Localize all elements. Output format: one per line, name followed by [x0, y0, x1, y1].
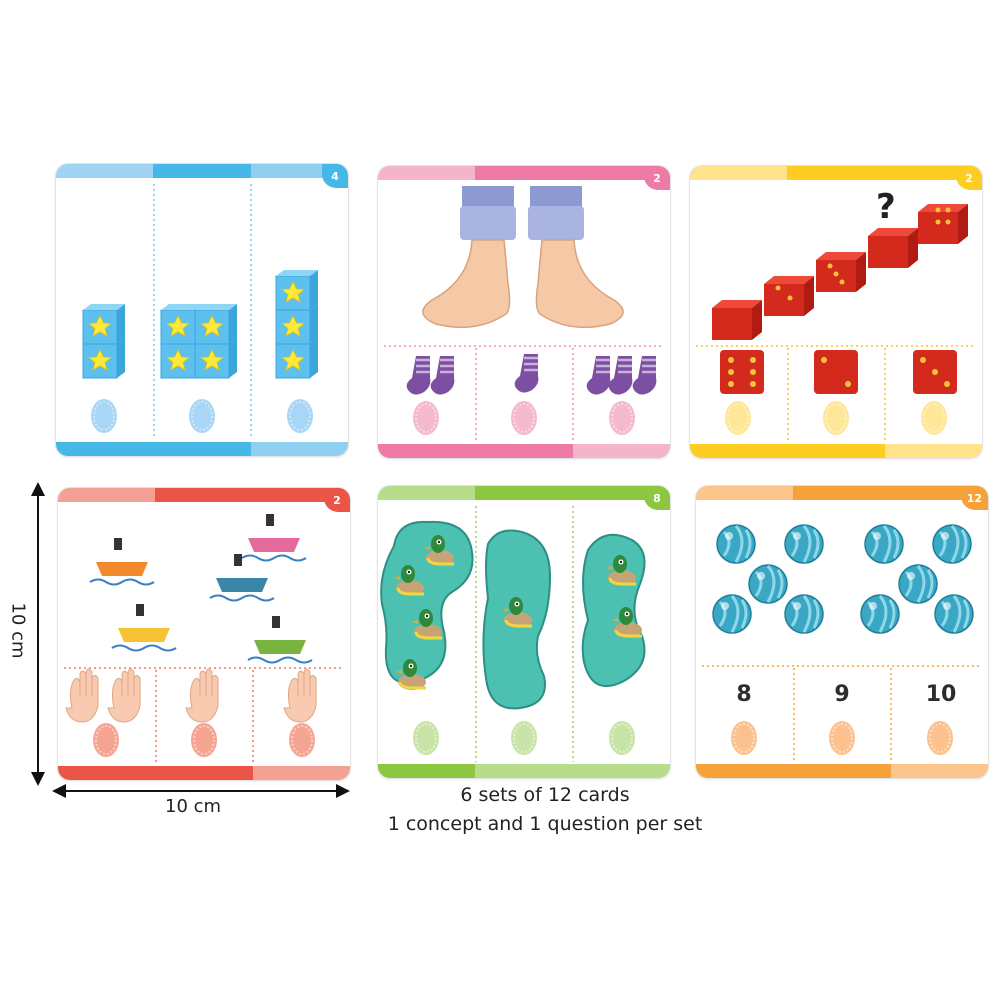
- hand-icon: [65, 668, 317, 723]
- card-bottom-band: [58, 766, 350, 780]
- number-option-3: 10: [925, 682, 957, 707]
- marbles-illustration: [702, 523, 982, 762]
- card-bottom-band: [690, 444, 982, 458]
- dice-illustration: ?: [696, 187, 976, 442]
- sock-icon: [405, 352, 658, 396]
- egg-icon: [412, 720, 636, 756]
- egg-icon: [90, 398, 314, 434]
- card-ponds[interactable]: 8: [378, 486, 670, 778]
- card-top-band: [58, 488, 350, 502]
- card-boats[interactable]: 2: [58, 488, 350, 780]
- card-bottom-band: [56, 442, 348, 456]
- egg-icon: [724, 400, 948, 436]
- card-badge: 4: [322, 164, 348, 188]
- cubes-illustration: [82, 184, 319, 439]
- height-label: 10 cm: [7, 602, 29, 659]
- card-bottom-band: [378, 764, 670, 778]
- card-badge: 2: [324, 488, 350, 512]
- card-socks[interactable]: 2: [378, 166, 670, 458]
- ponds-ducks-illustration: [380, 506, 646, 762]
- number-option-1: 8: [736, 682, 752, 707]
- width-label: 10 cm: [165, 796, 222, 817]
- star-cube-icon: [82, 269, 319, 379]
- question-mark-icon: ?: [876, 187, 896, 227]
- foot-icon: [422, 186, 624, 329]
- card-top-band: [378, 486, 670, 500]
- card-badge: 2: [956, 166, 982, 190]
- number-option-2: 9: [834, 682, 850, 707]
- card-bottom-band: [378, 444, 670, 458]
- boats-hands-illustration: [64, 513, 344, 764]
- svg-text:?: ?: [876, 187, 896, 227]
- card-dice[interactable]: ? 2: [690, 166, 982, 458]
- die-icon: [712, 204, 968, 340]
- card-top-band: [690, 166, 982, 180]
- card-top-band: [378, 166, 670, 180]
- card-cubes[interactable]: 4: [56, 164, 348, 456]
- feet-socks-illustration: [384, 186, 664, 442]
- card-badge: 8: [644, 486, 670, 510]
- marble-icon: [711, 523, 975, 635]
- card-top-band: [696, 486, 988, 500]
- card-marbles[interactable]: 8 9 10 12: [696, 486, 988, 778]
- boat-icon: [89, 513, 313, 664]
- egg-icon: [92, 722, 316, 758]
- caption-line-1: 6 sets of 12 cards: [460, 784, 630, 806]
- card-badge: 12: [960, 486, 988, 510]
- caption-line-2: 1 concept and 1 question per set: [387, 813, 703, 835]
- egg-icon: [412, 400, 636, 436]
- card-top-band: [56, 164, 348, 178]
- card-badge: 2: [644, 166, 670, 190]
- vertical-arrow: [31, 482, 45, 786]
- card-bottom-band: [696, 764, 988, 778]
- egg-icon: [730, 720, 954, 756]
- die-icon: [720, 350, 957, 394]
